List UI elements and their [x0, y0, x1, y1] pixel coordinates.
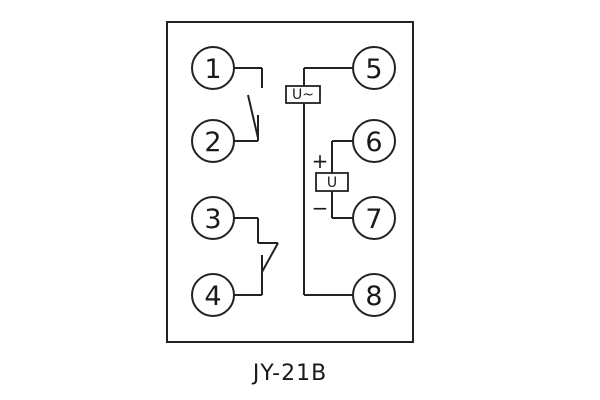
terminal-2-label: 2 — [204, 127, 221, 158]
dc-output-circuit — [331, 140, 353, 219]
terminal-7-label: 7 — [365, 204, 382, 235]
contact-1-2 — [234, 67, 263, 142]
terminal-7: 7 — [352, 196, 396, 240]
ac-input-label: U~ — [292, 87, 314, 103]
relay-enclosure — [166, 21, 414, 343]
terminal-8: 8 — [352, 273, 396, 317]
terminal-4-label: 4 — [204, 281, 221, 312]
contact-3-4 — [234, 217, 279, 296]
dc-output-box — [315, 172, 349, 192]
terminal-8-label: 8 — [365, 281, 382, 312]
terminal-6: 6 — [352, 119, 396, 163]
terminal-5-label: 5 — [365, 54, 382, 85]
terminal-4: 4 — [191, 273, 235, 317]
terminal-3-label: 3 — [204, 204, 221, 235]
ac-input-box — [285, 85, 321, 104]
model-label: JY-21B — [251, 361, 327, 386]
minus-sign: − — [312, 196, 329, 220]
terminal-1-label: 1 — [204, 54, 221, 85]
terminal-6-label: 6 — [365, 127, 382, 158]
terminal-5: 5 — [352, 46, 396, 90]
dc-output-label: U — [327, 175, 337, 191]
plus-sign: + — [312, 149, 329, 173]
ac-input-circuit — [303, 67, 353, 296]
terminal-3: 3 — [191, 196, 235, 240]
terminal-2: 2 — [191, 119, 235, 163]
terminal-1: 1 — [191, 46, 235, 90]
